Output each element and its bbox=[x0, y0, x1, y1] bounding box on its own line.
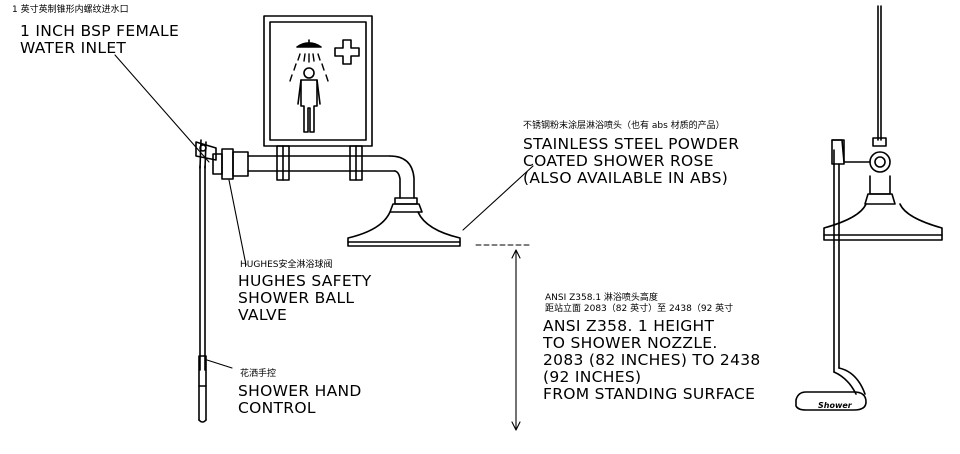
hand-control-label-line: CONTROL bbox=[238, 399, 316, 417]
horizontal-pipe bbox=[247, 155, 415, 199]
ball-valve-label-zh: HUGHES安全淋浴球阀 bbox=[240, 260, 333, 270]
height-label-zh-line: ANSI Z358.1 淋浴喷头高度 bbox=[545, 293, 658, 303]
height-label: ANSI Z358. 1 HEIGHT TO SHOWER NOZZLE. 20… bbox=[543, 318, 761, 403]
ball-valve-label-line: HUGHES SAFETY bbox=[238, 272, 372, 290]
side-view bbox=[795, 5, 943, 411]
shower-rose bbox=[347, 197, 461, 247]
inlet-label-line: 1 INCH BSP FEMALE bbox=[20, 22, 180, 40]
height-dimension bbox=[475, 244, 531, 431]
sign-clamps bbox=[276, 145, 363, 181]
inlet-label-zh: 1 英寸英制锥形内螺纹进水口 bbox=[12, 5, 129, 15]
ball-valve-label: HUGHES SAFETY SHOWER BALL VALVE bbox=[238, 273, 372, 324]
height-label-line: ANSI Z358. 1 HEIGHT bbox=[543, 317, 715, 335]
hand-control-label: SHOWER HAND CONTROL bbox=[238, 383, 362, 417]
shower-rose-label: STAINLESS STEEL POWDER COATED SHOWER ROS… bbox=[523, 136, 739, 187]
height-label-line: (92 INCHES) bbox=[543, 368, 642, 386]
height-label-zh-line: 距站立面 2083（82 英寸）至 2438（92 英寸 bbox=[545, 304, 734, 314]
shower-rose-label-zh: 不锈钢粉末涂层淋浴喷头（也有 abs 材质的产品） bbox=[523, 121, 725, 131]
shower-rose-label-line: COATED SHOWER ROSE bbox=[523, 152, 714, 170]
pedal-text: Shower bbox=[818, 401, 853, 410]
inlet-label-line: WATER INLET bbox=[20, 39, 127, 57]
ball-valve-label-line: SHOWER BALL bbox=[238, 289, 355, 307]
height-label-zh: ANSI Z358.1 淋浴喷头高度 距站立面 2083（82 英寸）至 243… bbox=[545, 293, 733, 315]
inlet-label: 1 INCH BSP FEMALE WATER INLET bbox=[20, 23, 179, 57]
safety-sign bbox=[263, 15, 373, 147]
hand-control-rod bbox=[198, 165, 207, 423]
ball-valve-label-line: VALVE bbox=[238, 306, 288, 324]
hand-control-label-zh: 花洒手控 bbox=[240, 369, 277, 379]
leader-lines bbox=[114, 54, 534, 369]
ball-valve bbox=[195, 139, 249, 180]
first-aid-cross-icon bbox=[334, 39, 360, 65]
shower-rose-label-line: STAINLESS STEEL POWDER bbox=[523, 135, 740, 153]
hand-control-label-line: SHOWER HAND bbox=[238, 382, 362, 400]
shower-person-icon bbox=[289, 39, 329, 133]
shower-rose-label-line: (ALSO AVAILABLE IN ABS) bbox=[523, 169, 729, 187]
height-label-line: 2083 (82 INCHES) TO 2438 bbox=[543, 351, 761, 369]
height-label-line: TO SHOWER NOZZLE. bbox=[543, 334, 718, 352]
height-label-line: FROM STANDING SURFACE bbox=[543, 385, 756, 403]
